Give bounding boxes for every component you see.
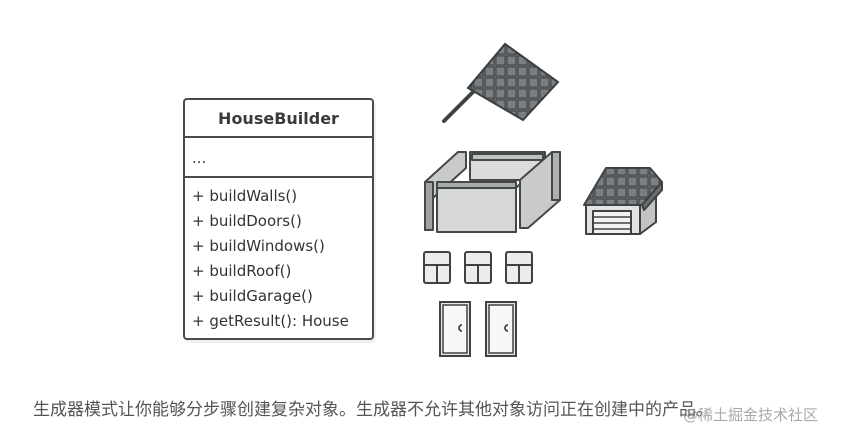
door-1 (439, 301, 471, 357)
class-methods: + buildWalls() + buildDoors() + buildWin… (185, 178, 372, 334)
class-title: HouseBuilder (185, 100, 372, 138)
window-2 (464, 251, 492, 284)
method-build-windows: + buildWindows() (192, 237, 325, 255)
watermark-text: @稀土掘金技术社区 (683, 406, 819, 424)
method-get-result: + getResult(): House (192, 312, 349, 330)
garage-part (583, 167, 663, 235)
method-build-walls: + buildWalls() (192, 187, 298, 205)
roof-part (442, 42, 560, 123)
method-build-roof: + buildRoof() (192, 262, 292, 280)
class-fields: ... (185, 138, 372, 178)
method-build-garage: + buildGarage() (192, 287, 313, 305)
door-2 (485, 301, 517, 357)
walls-part (424, 151, 561, 233)
window-1 (423, 251, 451, 284)
caption-text: 生成器模式让你能够分步骤创建复杂对象。生成器不允许其他对象访问正在创建中的产品。 (33, 400, 713, 420)
windows-part (423, 251, 533, 284)
class-box-housebuilder: HouseBuilder ... + buildWalls() + buildD… (183, 98, 374, 340)
doors-part (439, 301, 517, 357)
window-3 (505, 251, 533, 284)
method-build-doors: + buildDoors() (192, 212, 302, 230)
